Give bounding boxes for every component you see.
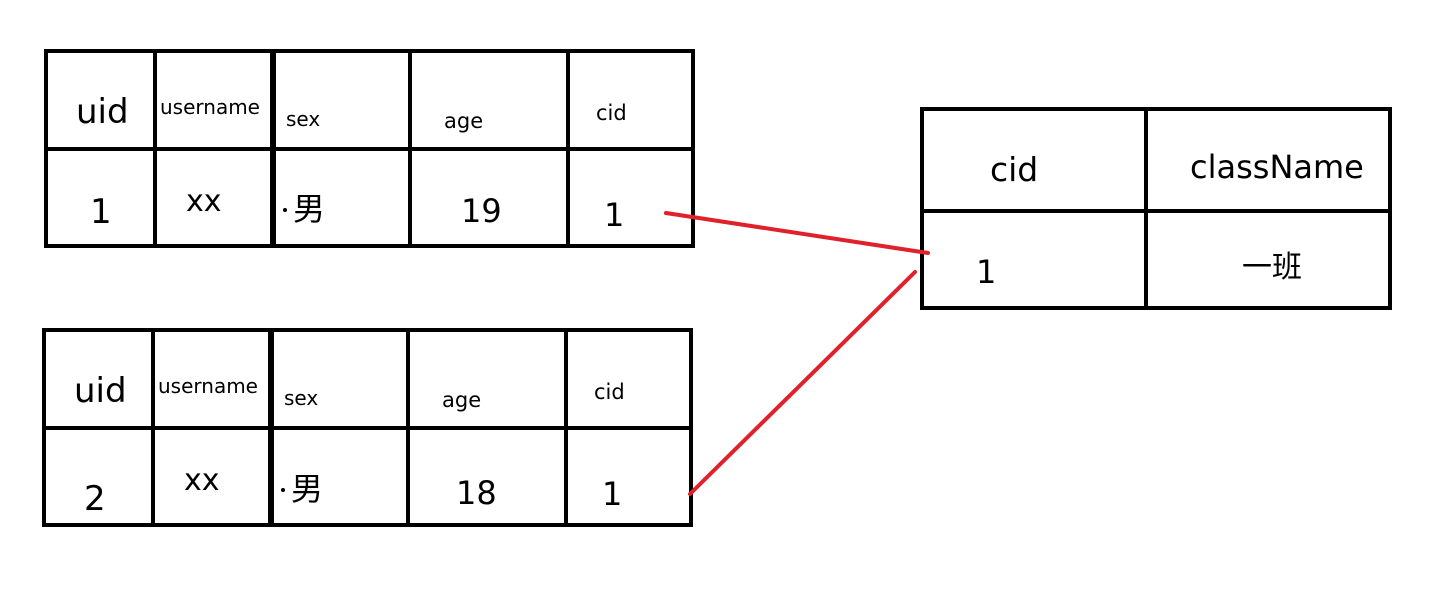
- column-divider: [566, 49, 570, 248]
- column-divider: [408, 49, 412, 248]
- user-table-1: uid username sex age cid 1 xx 男 19 1: [44, 49, 695, 248]
- column-divider: [270, 49, 276, 248]
- row-divider: [44, 147, 695, 151]
- cell-username: xx: [184, 463, 220, 498]
- cell-sex: 男: [291, 470, 324, 508]
- cell-uid: 1: [90, 192, 112, 232]
- cell-username: xx: [186, 184, 222, 219]
- column-divider: [151, 328, 155, 527]
- cell-cid: 1: [604, 196, 625, 234]
- user-table-2: uid username sex age cid 2 xx 男 18 1: [42, 328, 693, 527]
- header-uid: uid: [74, 371, 127, 411]
- cell-cid: 1: [602, 475, 623, 513]
- header-username: username: [160, 95, 260, 119]
- bullet-dot: [283, 208, 287, 212]
- cell-uid: 2: [84, 479, 106, 519]
- cell-age: 18: [456, 474, 497, 512]
- column-divider: [406, 328, 410, 527]
- link-table1-to-class: [664, 211, 930, 255]
- header-sex: sex: [284, 386, 319, 410]
- header-uid: uid: [76, 92, 129, 132]
- column-divider: [268, 328, 274, 527]
- header-cid: cid: [990, 150, 1039, 189]
- cell-cid: 1: [976, 253, 997, 291]
- header-classname: className: [1190, 148, 1364, 186]
- class-table: cid className 1 一班: [920, 107, 1392, 310]
- cell-classname: 一班: [1242, 250, 1302, 285]
- header-cid: cid: [594, 380, 625, 404]
- bullet-dot: [281, 488, 285, 492]
- header-age: age: [444, 109, 484, 133]
- cell-age: 19: [461, 192, 502, 230]
- cell-sex: 男: [293, 190, 326, 228]
- header-sex: sex: [286, 107, 321, 131]
- column-divider: [1144, 107, 1148, 310]
- header-age: age: [442, 388, 482, 412]
- header-username: username: [158, 374, 258, 398]
- row-divider: [920, 209, 1392, 213]
- column-divider: [564, 328, 568, 527]
- link-table2-to-class: [688, 270, 917, 496]
- column-divider: [153, 49, 157, 248]
- row-divider: [42, 426, 693, 430]
- header-cid: cid: [596, 101, 627, 125]
